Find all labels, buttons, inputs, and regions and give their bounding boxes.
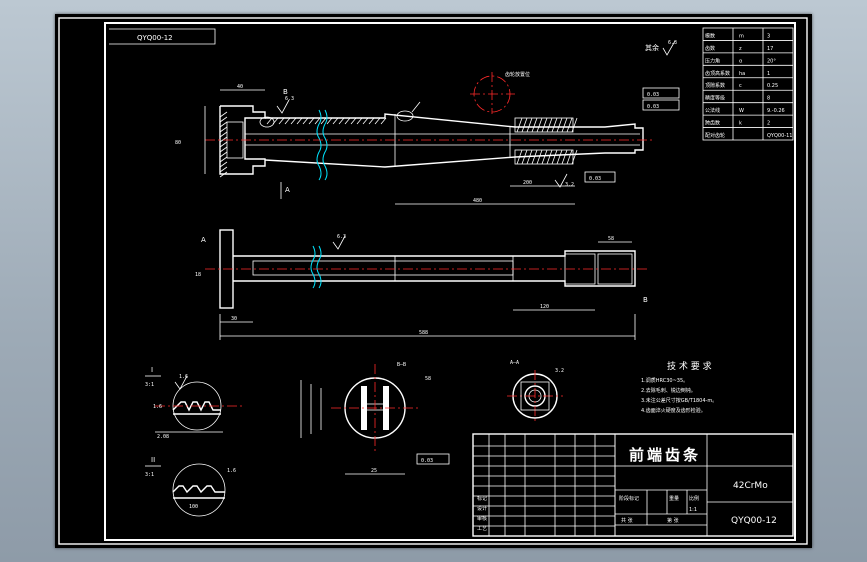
svg-text:A: A [285,186,290,194]
param-cell: 9.-0.26 [767,108,785,114]
svg-text:3:1: 3:1 [145,382,154,388]
param-cell: QYQ00-11 [767,133,792,139]
svg-text:80: 80 [175,140,181,146]
svg-text:4.齿面淬火硬度及齿形检验。: 4.齿面淬火硬度及齿形检验。 [641,407,706,414]
svg-text:1.6: 1.6 [179,374,188,380]
svg-text:B: B [283,88,288,96]
svg-text:58: 58 [608,236,614,242]
gear-parameter-table: 模数 m 3 齿数 z 17 压力角 α 20° 齿顶高系数 ha 1 顶隙系数 c 0.25 精度等级 8 公法… [702,27,794,141]
param-cell: 2 [767,121,770,127]
param-cell: c [739,83,742,89]
svg-text:3.2: 3.2 [565,182,574,188]
svg-text:设计: 设计 [477,505,487,512]
outer-frame [58,17,808,545]
svg-text:审核: 审核 [477,515,487,522]
detail-ii: II 3:1 100 1.6 [145,456,236,517]
param-cell: 跨齿数 [705,120,720,127]
svg-text:标记: 标记 [477,495,487,502]
svg-text:480: 480 [473,198,482,204]
overall-length-dim: 588 [419,330,428,336]
param-cell: 0.25 [767,83,778,89]
svg-text:0.03: 0.03 [647,104,659,110]
material: 42CrMo [733,481,768,491]
param-cell: 齿数 [705,45,715,52]
gear-position-note: 齿轮放置位 [505,71,530,78]
cad-viewport[interactable]: QYQ00-12 其余 6.3 模数 m 3 齿数 z 17 压力角 α 20° 齿顶高系数 ha 1… [55,14,812,548]
side-view-dimensions: 588 30 120 58 18 [195,236,636,340]
code-box [109,28,216,45]
svg-text:2.去除毛刺、锐边倒钝。: 2.去除毛刺、锐边倒钝。 [641,387,696,394]
section-a-a: A—A 3.2 [507,360,564,422]
svg-text:120: 120 [540,304,549,310]
param-cell: W [739,108,744,114]
notes-title: 技 术 要 求 [667,360,712,372]
svg-text:I: I [151,366,153,374]
param-cell: 3 [767,33,770,39]
param-cell: 精度等级 [705,95,725,102]
param-cell: 17 [767,46,773,52]
param-cell: 公法线 [705,107,720,114]
tolerance-frames: 0.03 0.03 0.03 [584,87,680,183]
top-view: 齿轮放置位 [205,71,655,181]
svg-text:重量: 重量 [669,495,679,502]
svg-text:共 张: 共 张 [621,517,633,524]
drawing-code-bottom: QYQ00-12 [731,516,777,526]
param-cell: m [739,33,744,39]
svg-text:30: 30 [231,316,237,322]
param-cell: k [739,121,742,127]
svg-text:100: 100 [189,504,198,510]
roughness-label: 其余 [645,43,659,52]
inner-frame [104,22,796,541]
svg-text:阶段标记: 阶段标记 [619,495,639,502]
section-b-label: B—B [397,362,406,368]
svg-text:1.调质HRC30~35。: 1.调质HRC30~35。 [641,377,688,384]
param-cell: 8 [767,96,770,102]
svg-text:第 张: 第 张 [667,517,679,524]
roughness-value: 6.3 [668,40,677,46]
roughness-symbol [662,40,676,56]
part-name: 前端齿条 [629,446,701,464]
technical-notes: 技 术 要 求 1.调质HRC30~35。 2.去除毛刺、锐边倒钝。 3.未注公… [641,360,717,414]
svg-text:3.未注公差尺寸按GB/T1804-m。: 3.未注公差尺寸按GB/T1804-m。 [641,397,717,404]
svg-text:0.03: 0.03 [589,176,601,182]
section-b-b: 25 B—B 58 0.03 [300,362,450,475]
svg-text:18: 18 [195,272,201,278]
svg-text:1.6: 1.6 [227,468,236,474]
param-cell: 齿顶高系数 [705,70,730,77]
svg-text:2.08: 2.08 [157,434,169,440]
svg-text:3:1: 3:1 [145,472,154,478]
param-cell: 配对齿轮 [705,132,725,139]
svg-text:25: 25 [371,468,377,474]
title-block: 前端齿条 42CrMo QYQ00-12 阶段标记 重量 比例 1:1 共 张 … [472,433,794,537]
svg-text:200: 200 [523,180,532,186]
svg-text:6.3: 6.3 [285,96,294,102]
svg-text:3.2: 3.2 [555,368,564,374]
svg-text:1:1: 1:1 [689,507,697,513]
svg-text:比例: 比例 [689,495,699,502]
view-b-marker: B [643,296,648,304]
param-cell: 压力角 [705,57,720,64]
svg-text:II: II [151,456,155,464]
top-view-dimensions: 40 80 480 200 6.3 3.2 A B [175,84,575,205]
side-view: A B 6.3 [201,229,650,309]
detail-i: I 3:1 2.08 1.6 1.6 [145,366,245,440]
svg-text:0.03: 0.03 [647,92,659,98]
param-cell: ha [739,71,745,77]
param-cell: 20° [767,58,776,64]
drawing-code-top: QYQ00-12 [137,34,173,42]
drawing-canvas[interactable]: QYQ00-12 其余 6.3 模数 m 3 齿数 z 17 压力角 α 20° 齿顶高系数 ha 1… [55,14,812,548]
param-cell: 1 [767,71,770,77]
svg-text:工艺: 工艺 [477,526,487,532]
svg-text:0.03: 0.03 [421,458,433,464]
param-cell: 顶隙系数 [705,82,725,89]
svg-text:6.3: 6.3 [337,234,346,240]
param-cell: z [739,46,742,52]
param-cell: α [739,58,743,64]
param-cell: 模数 [705,32,715,39]
section-a-label: A—A [510,360,519,366]
svg-text:1.6: 1.6 [153,404,162,410]
svg-text:40: 40 [237,84,243,90]
view-a-marker: A [201,236,206,244]
svg-text:58: 58 [425,376,431,382]
